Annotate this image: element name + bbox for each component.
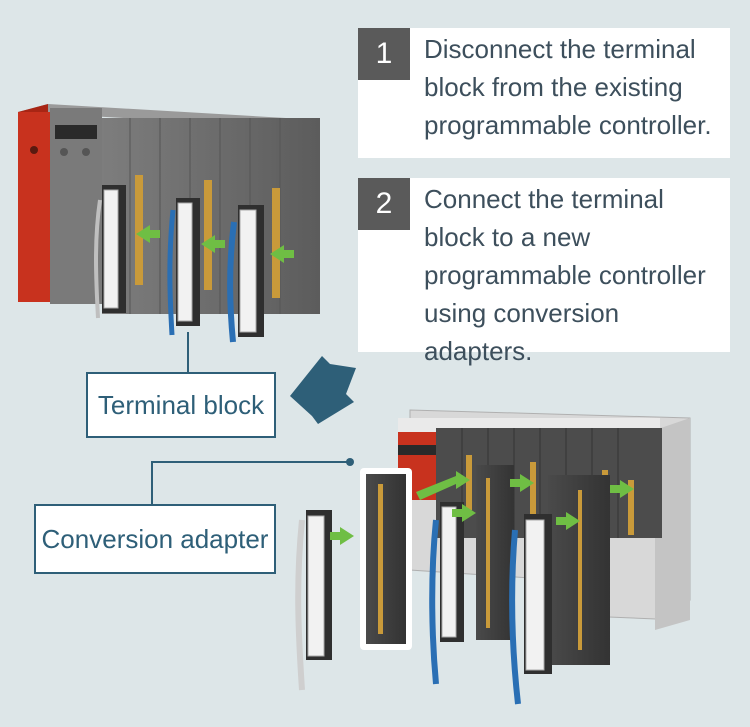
- conversion-adapter-leader-dot: [346, 458, 354, 466]
- conversion-adapter-leader: [151, 461, 350, 505]
- new-plc: [398, 409, 691, 665]
- terminal-block-new-3: [509, 514, 552, 705]
- terminal-block-removed-3: [227, 205, 264, 343]
- terminal-block-new-1: [295, 510, 332, 691]
- step-1-text: Disconnect the terminal block from the e…: [424, 34, 712, 140]
- terminal-block-removed-1: [94, 185, 126, 319]
- step-2-text: Connect the terminal block to a new prog…: [424, 184, 706, 366]
- insertion-arrows: [330, 471, 634, 545]
- removal-arrows: [136, 225, 294, 263]
- step-2: 2 Connect the terminal block to a new pr…: [358, 178, 730, 366]
- process-arrow: [290, 356, 356, 424]
- step-2-number: 2: [358, 178, 410, 230]
- terminal-block-new-2: [429, 502, 464, 685]
- terminal-block-removed-2: [167, 198, 200, 336]
- conversion-adapter-highlight: [360, 468, 412, 650]
- terminal-block-callout: Terminal block: [86, 372, 276, 438]
- step-1-number: 1: [358, 28, 410, 80]
- conversion-adapter-callout: Conversion adapter: [34, 504, 276, 574]
- step-1: 1 Disconnect the terminal block from the…: [358, 28, 730, 158]
